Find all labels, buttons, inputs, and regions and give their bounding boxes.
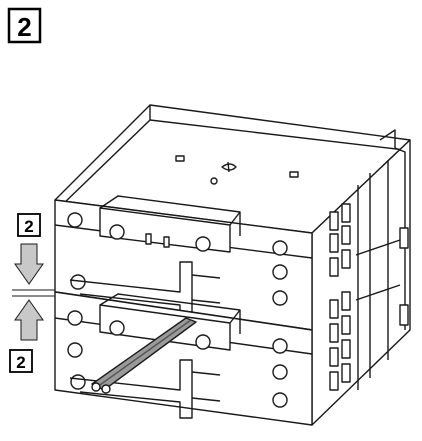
callout-bottom: 2 xyxy=(9,299,44,373)
stacked-device xyxy=(54,104,411,426)
seam-leader-lines xyxy=(12,289,55,297)
right-side-panel xyxy=(311,129,411,426)
down-arrow-icon xyxy=(14,243,44,285)
lower-module xyxy=(54,291,313,426)
top-housing xyxy=(54,104,411,234)
bridge-bar xyxy=(91,317,197,394)
step-number: 2 xyxy=(17,12,31,42)
callout-top-label: 2 xyxy=(24,217,33,236)
step-number-badge: 2 xyxy=(7,7,42,44)
callout-bottom-label: 2 xyxy=(16,353,25,372)
callout-top: 2 xyxy=(14,213,44,285)
up-arrow-icon xyxy=(14,299,44,341)
upper-module xyxy=(54,195,313,331)
